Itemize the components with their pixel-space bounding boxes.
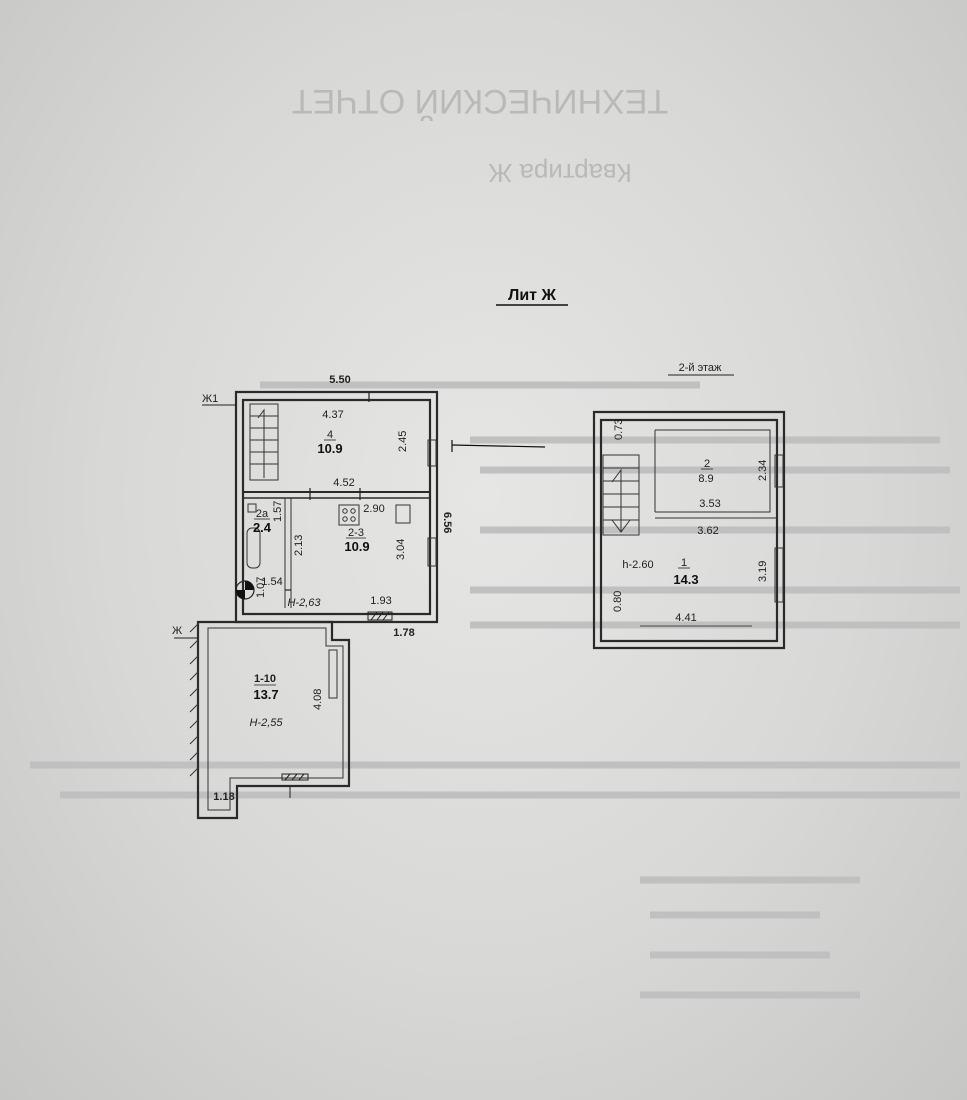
- marker-zh: Ж: [172, 625, 182, 637]
- room110-dim-side: 4.08: [312, 689, 324, 710]
- room2-dim-side: 2.34: [757, 460, 769, 481]
- room4-dim-side: 2.45: [397, 431, 409, 452]
- room2a-number: 2а: [256, 508, 269, 520]
- room1-area: 14.3: [673, 572, 698, 587]
- stairs-upper-icon: [602, 454, 640, 536]
- room2-dim-bottom: 3.53: [699, 498, 720, 510]
- room110-height: H-2,55: [249, 717, 283, 729]
- bleed-through-subheader: Квартира Ж: [488, 158, 632, 188]
- room23-dim-left: 2.13: [293, 535, 305, 556]
- exterior-wall-hatch: [189, 622, 199, 785]
- ground-floor-plan: Ж1 Ж 5.50 6.56 4.37 4 10.9 4.52 2.45 2а …: [172, 374, 453, 820]
- stairs-ground-icon: [249, 403, 279, 481]
- window-room23: [427, 537, 437, 567]
- sink-icon: [395, 504, 411, 524]
- room1-dim-side: 3.19: [757, 561, 769, 582]
- room110-dim-bottom: 1.18: [213, 791, 234, 803]
- bleed-through-lines: [30, 381, 960, 999]
- porch-dim: 1.78: [393, 627, 414, 639]
- plan-title: Лит Ж: [508, 287, 556, 304]
- room4-number: 4: [327, 429, 333, 441]
- room23-dim-top: 2.90: [363, 503, 384, 515]
- room23-height: H-2,63: [287, 597, 321, 609]
- room23-area: 10.9: [344, 539, 369, 554]
- dim-overall-width: 5.50: [329, 374, 350, 386]
- room110-number: 1-10: [254, 673, 276, 685]
- window-room110: [328, 649, 338, 699]
- dim-overall-depth: 6.56: [441, 512, 453, 533]
- window-room1: [774, 547, 784, 603]
- room2-area: 8.9: [698, 473, 713, 485]
- second-floor-plan: 0.73 2 8.9 3.53 2.34 3.62 h-2.60 1 14.3 …: [592, 410, 786, 650]
- ground-upper-outer-wall: [234, 390, 439, 624]
- ground-lower-inner-wall: [207, 627, 344, 811]
- room2a-area: 2.4: [253, 520, 272, 535]
- room2-dim-top: 0.73: [613, 419, 625, 440]
- bathtub-icon: [246, 527, 261, 569]
- room4-dim-top: 4.37: [322, 409, 343, 421]
- room1-dim-bottom: 4.41: [675, 612, 696, 624]
- room1-dim-top: 3.62: [697, 525, 718, 537]
- room110-area: 13.7: [253, 687, 278, 702]
- porch-hatch: [367, 611, 393, 621]
- section-line: [451, 444, 546, 448]
- floor2-outer-wall: [592, 410, 786, 650]
- room1-number: 1: [681, 557, 687, 569]
- window-room2: [774, 454, 784, 488]
- stove-icon: [338, 504, 360, 526]
- lower-door-hatch: [281, 773, 309, 781]
- room23-number: 2-3: [348, 527, 364, 539]
- floor2-inner-wall: [599, 418, 779, 643]
- room2a-dim-v: 1.57: [272, 501, 284, 522]
- room4-area: 10.9: [317, 441, 342, 456]
- room23-dim-right: 3.04: [395, 539, 407, 560]
- toilet-icon: [247, 503, 257, 513]
- room2a-dim-h: 1.54: [261, 576, 282, 588]
- room2-number: 2: [704, 458, 710, 470]
- bleed-through-header: ТЕХНИЧЕСКИЙ ОТЧЕТ: [292, 82, 668, 120]
- room2a-dim-s: 1.07: [255, 577, 267, 598]
- window-room4: [427, 439, 437, 467]
- room4-dim-bottom: 4.52: [333, 477, 354, 489]
- room1-height: h-2.60: [622, 559, 653, 571]
- marker-zh1: Ж1: [202, 393, 218, 405]
- ground-upper-inner-wall: [241, 398, 432, 616]
- ground-lower-outer-wall: [196, 620, 351, 820]
- floor2-label: 2-й этаж: [679, 362, 722, 374]
- room23-dim-bottom: 1.93: [370, 595, 391, 607]
- room1-dim-left: 0.80: [612, 591, 624, 612]
- partition-room2: [655, 429, 771, 513]
